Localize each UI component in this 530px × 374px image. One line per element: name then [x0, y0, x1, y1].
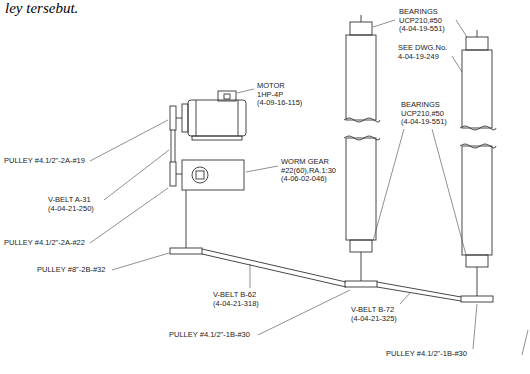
part-label: V-BELT A-31 (4-04-21-250) — [47, 196, 95, 213]
part-label: PULLEY #4.1/2"-2A-#22 — [3, 239, 86, 248]
part-label: BEARINGS UCP210,#50 (4-04-19-551) — [398, 8, 446, 34]
part-label: PULLEY #4.1/2"-1B-#30 — [385, 350, 468, 359]
column-shape — [462, 146, 492, 255]
bearing-symbol — [350, 22, 372, 35]
bearing-symbol — [466, 255, 488, 267]
pulley-symbol — [170, 106, 176, 130]
part-label: SEE DWG.No. 4-04-19-249 — [397, 44, 448, 61]
leader-lines — [90, 20, 528, 355]
part-label: PULLEY #8"-2B-#32 — [36, 266, 106, 275]
motor-symbol — [188, 100, 246, 136]
part-label: PULLEY #4.1/2"-2A-#19 — [3, 157, 86, 166]
bearing-symbol — [466, 37, 488, 50]
column-shape — [346, 138, 376, 240]
pulley-symbol — [461, 296, 493, 302]
bearing-symbol — [350, 240, 372, 252]
note-text: ley tersebut. — [4, 0, 79, 16]
column-shape — [462, 50, 492, 128]
part-label: WORM GEAR #22(60),RA.1:30 (4-06-02-046) — [280, 158, 337, 184]
pulley-symbol — [170, 162, 176, 186]
pulley-symbol — [170, 248, 202, 254]
part-label: V-BELT B-62 (4-04-21-318) — [212, 291, 260, 308]
pulley-symbol — [345, 281, 377, 287]
part-label: MOTOR 1HP-4P (4-09-16-115) — [256, 82, 303, 108]
column-shape — [346, 35, 376, 120]
part-label: PULLEY #4.1/2"-1B-#30 — [168, 331, 251, 340]
gearbox-symbol — [182, 160, 244, 190]
part-label: BEARINGS UCP210,#50 (4-04-19-551) — [400, 101, 448, 127]
part-label: V-BELT B-72 (4-04-21-325) — [350, 306, 398, 323]
